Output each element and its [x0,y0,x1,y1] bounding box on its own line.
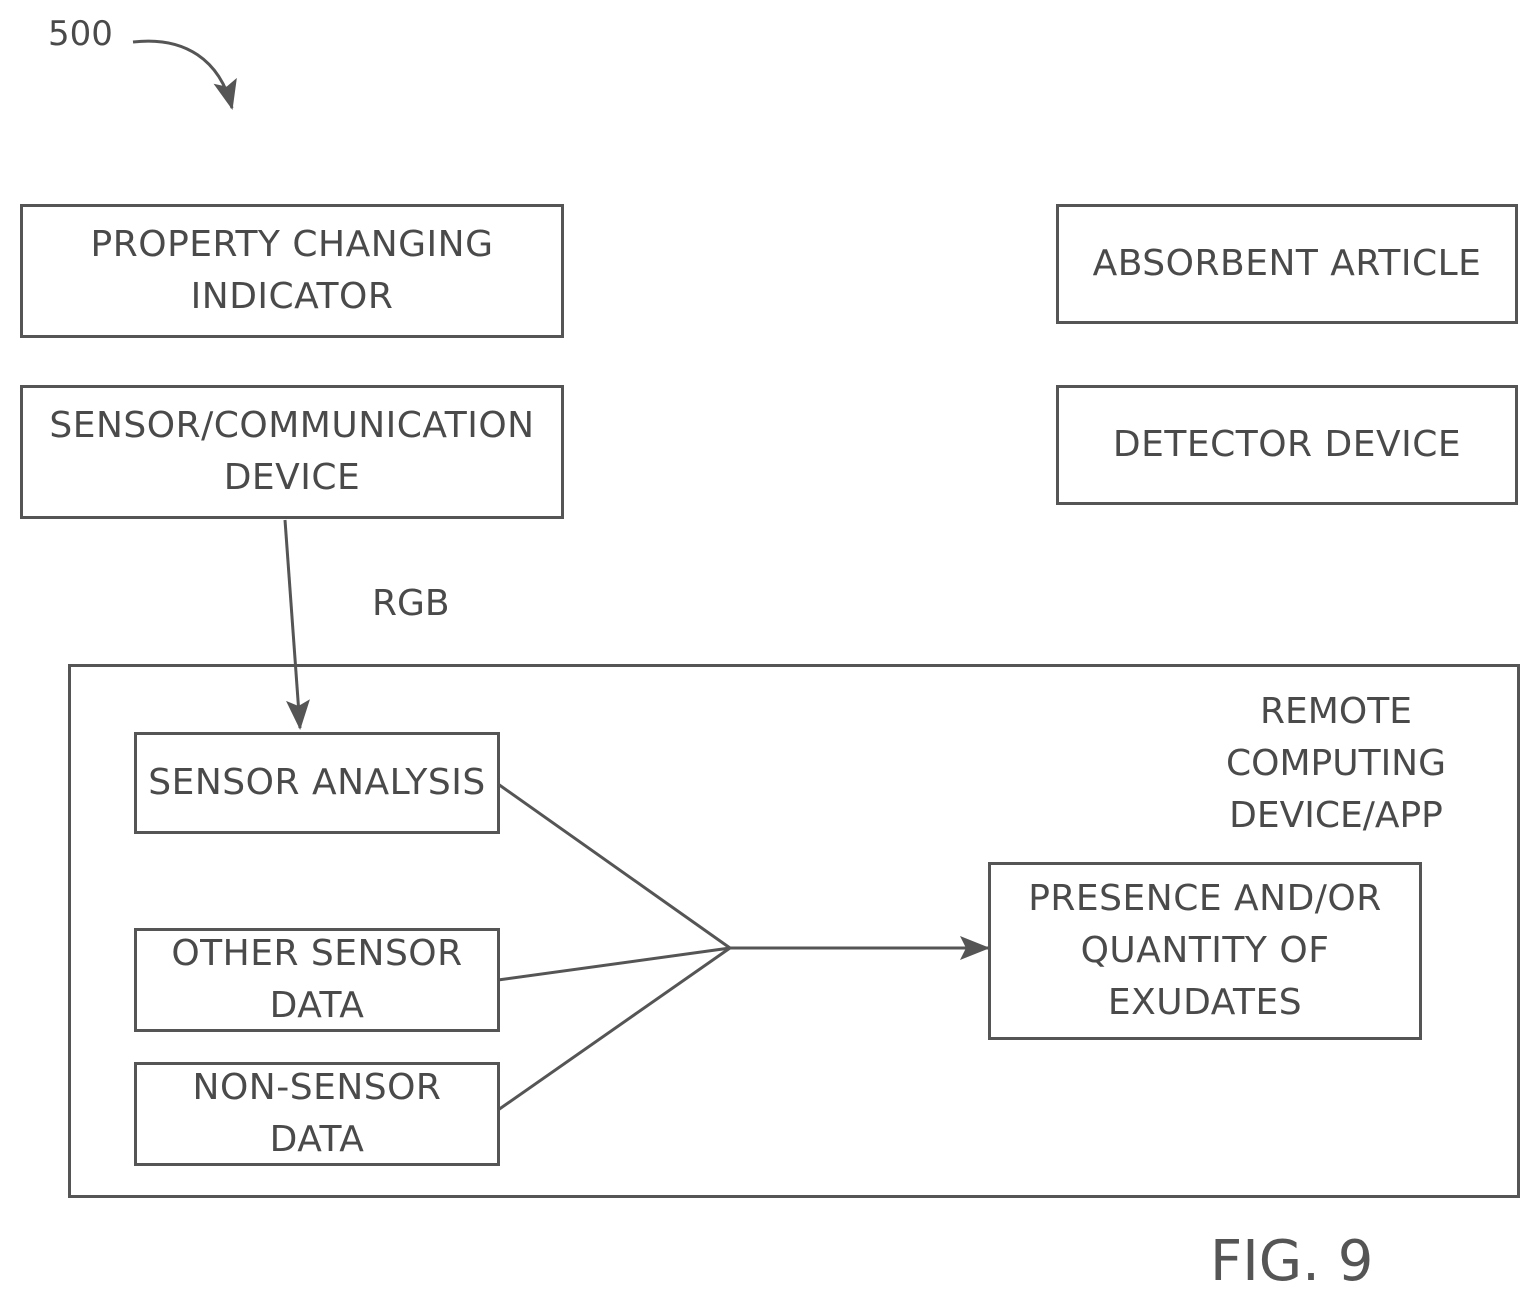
remote-computing-device-label: REMOTE COMPUTING DEVICE/APP [1218,686,1454,842]
detector-device-line-1: DETECTOR DEVICE [1113,419,1461,471]
presence-quantity-exudates-box: PRESENCE AND/OR QUANTITY OF EXUDATES [988,862,1422,1040]
presence-quantity-line-3: EXUDATES [1108,977,1302,1029]
sensor-communication-device-line-1: SENSOR/COMMUNICATION [49,400,534,452]
other-sensor-data-line-1: OTHER SENSOR [171,928,462,980]
remote-computing-label-line-2: COMPUTING [1218,738,1454,790]
remote-computing-label-line-1: REMOTE [1218,686,1454,738]
reference-arrow [133,41,232,108]
non-sensor-data-box: NON-SENSOR DATA [134,1062,500,1166]
presence-quantity-line-1: PRESENCE AND/OR [1028,873,1382,925]
other-sensor-data-box: OTHER SENSOR DATA [134,928,500,1032]
non-sensor-data-line-2: DATA [270,1114,365,1166]
absorbent-article-box: ABSORBENT ARTICLE [1056,204,1518,324]
reference-number: 500 [48,8,113,60]
remote-computing-label-line-3: DEVICE/APP [1218,790,1454,842]
property-changing-indicator-line-2: INDICATOR [191,271,394,323]
other-sensor-data-line-2: DATA [270,980,365,1032]
detector-device-box: DETECTOR DEVICE [1056,385,1518,505]
property-changing-indicator-box: PROPERTY CHANGING INDICATOR [20,204,564,338]
sensor-analysis-line-1: SENSOR ANALYSIS [148,757,485,809]
sensor-communication-device-line-2: DEVICE [224,452,361,504]
rgb-edge-label: RGB [372,578,450,630]
non-sensor-data-line-1: NON-SENSOR [193,1062,442,1114]
sensor-communication-device-box: SENSOR/COMMUNICATION DEVICE [20,385,564,519]
figure-label: FIG. 9 [1210,1226,1373,1298]
property-changing-indicator-line-1: PROPERTY CHANGING [91,219,494,271]
absorbent-article-line-1: ABSORBENT ARTICLE [1093,238,1482,290]
sensor-analysis-box: SENSOR ANALYSIS [134,732,500,834]
presence-quantity-line-2: QUANTITY OF [1081,925,1330,977]
